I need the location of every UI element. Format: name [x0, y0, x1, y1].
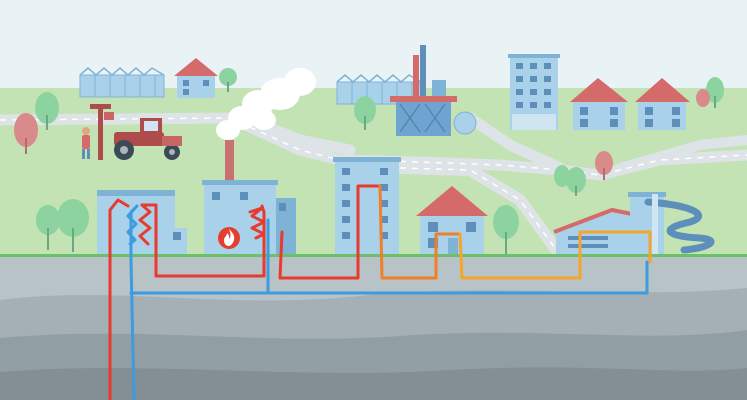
apartment-building-background [508, 54, 560, 130]
road-dashes [0, 117, 747, 249]
house-foreground [416, 186, 488, 256]
house-background-right-2 [635, 78, 690, 130]
trees-background [14, 68, 724, 196]
apartment-building-foreground [333, 157, 401, 256]
greenhouse-left [79, 67, 165, 98]
road-far-right [615, 135, 747, 173]
farm-scene [82, 104, 182, 160]
pipe-return-cold [126, 204, 649, 400]
farmer [82, 127, 90, 159]
flame-icon [218, 227, 240, 249]
pipe-supply-mild [458, 230, 652, 280]
water-slide-tower [652, 194, 658, 254]
water-slide-icon [644, 198, 715, 254]
house-background-left [174, 58, 218, 98]
industrial-plant [390, 45, 477, 136]
tractor-icon [114, 118, 182, 160]
pipe-supply-hot [108, 184, 382, 400]
house-background-right-1 [570, 78, 628, 130]
storage-tank-icon [453, 111, 477, 135]
road-right [464, 112, 566, 174]
tree-foreground-center [493, 205, 519, 254]
underground-layers [0, 256, 747, 400]
smoke-cloud [216, 68, 316, 140]
trees-foreground-left [36, 199, 89, 252]
pipe-supply-warm [378, 184, 462, 280]
ground-surface-line [0, 254, 747, 257]
